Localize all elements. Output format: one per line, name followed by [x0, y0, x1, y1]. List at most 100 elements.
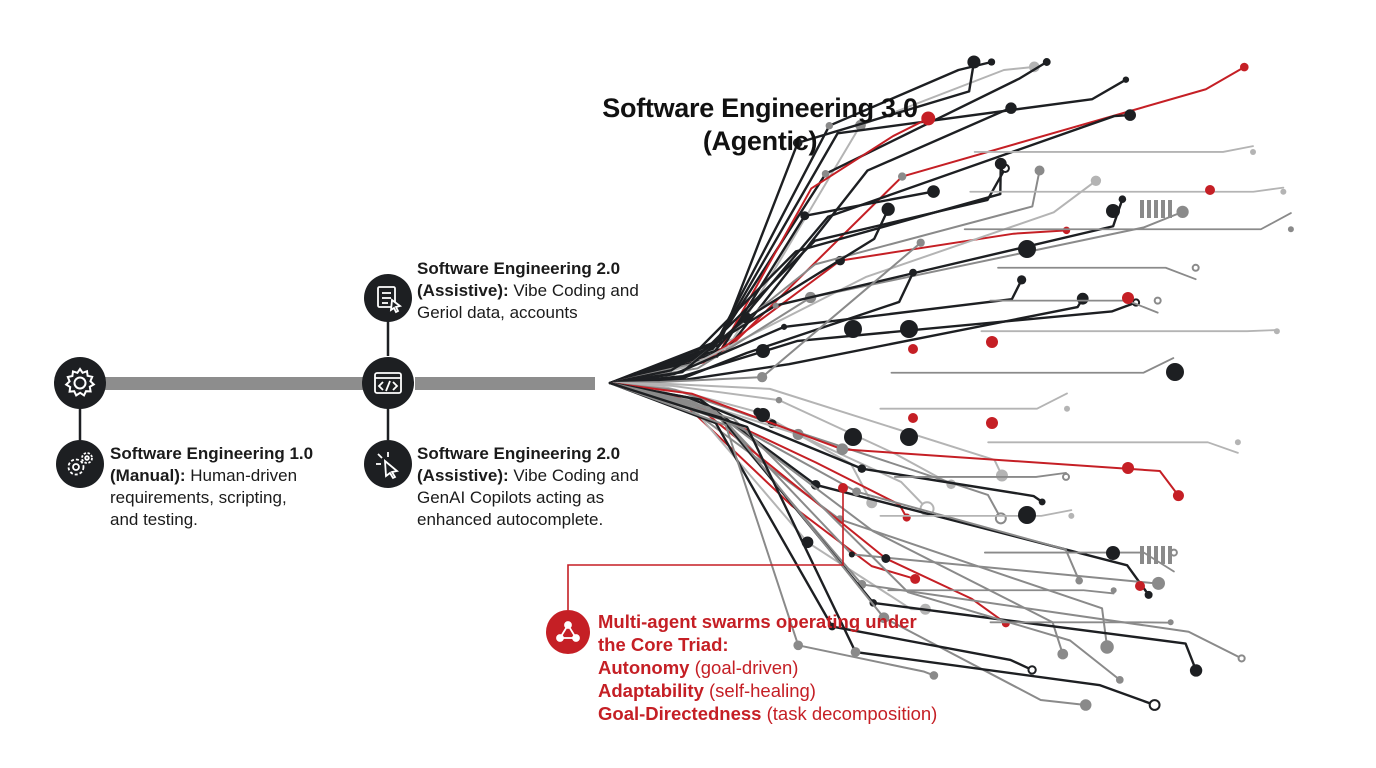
circuit-node [1189, 664, 1203, 677]
circuit-trace [973, 145, 1254, 153]
circuit-node [800, 211, 810, 221]
stage-se2-bottom-desc-2: GenAI Copilots acting as [417, 488, 605, 507]
circuit-trace [987, 441, 1239, 454]
circuit-node [1148, 699, 1161, 711]
circuit-node [1124, 109, 1136, 121]
circuit-node [756, 408, 770, 422]
circuit-trace [963, 212, 1292, 231]
circuit-node [1153, 296, 1162, 305]
cursor-click-icon [364, 440, 412, 488]
circuit-trace [879, 392, 1068, 410]
circuit-node [1079, 699, 1092, 711]
stage-se1-desc-1: Human-driven [190, 466, 298, 485]
circuit-node [844, 428, 862, 446]
circuit-trace [609, 382, 1007, 625]
circuit-node [1068, 512, 1075, 519]
agentic-line-1: Multi-agent swarms operating under [598, 611, 917, 632]
circuit-node [881, 554, 891, 563]
circuit-trace [608, 297, 1084, 385]
circuit-node [1106, 204, 1120, 218]
circuit-node [927, 185, 940, 198]
circuit-node [1144, 590, 1153, 599]
circuit-node [1064, 405, 1071, 412]
circuit-node [1018, 506, 1036, 524]
circuit-node [897, 172, 907, 181]
circuit-node [772, 302, 779, 309]
triad-desc: (task decomposition) [766, 703, 938, 724]
stage-se2-top-qualifier: (Assistive): [417, 281, 509, 300]
circuit-node [1239, 62, 1249, 72]
stage-se1-qualifier: (Manual): [110, 466, 186, 485]
circuit-node [852, 487, 861, 497]
circuit-node [1042, 58, 1051, 66]
circuit-node [756, 344, 770, 358]
circuit-node [1075, 576, 1083, 585]
circuit-node [908, 344, 918, 354]
circuit-node [1028, 61, 1040, 73]
triad-desc: (self-healing) [709, 680, 816, 701]
stage-se2-top-text: Software Engineering 2.0 (Assistive): Vi… [417, 258, 639, 324]
circuit-trace [893, 471, 1067, 478]
timeline-bar-left [105, 377, 363, 390]
circuit-chip [1154, 546, 1158, 564]
triad-term: Goal-Directedness [598, 703, 762, 724]
circuit-node [740, 312, 752, 324]
circuit-chip [1161, 546, 1165, 564]
circuit-node [848, 551, 855, 558]
circuit-traces [608, 55, 1294, 711]
circuit-node [994, 157, 1007, 170]
circuit-node [1057, 648, 1069, 660]
document-cursor-icon [364, 274, 412, 322]
circuit-trace [609, 382, 1003, 477]
circuit-node [986, 417, 998, 429]
circuit-node [908, 413, 918, 423]
circuit-trace [969, 186, 1285, 193]
circuit-chip [1168, 546, 1172, 564]
circuit-node [1118, 195, 1127, 203]
timeline-bar-right [415, 377, 595, 390]
circuit-node [1287, 226, 1294, 233]
circuit-node [900, 428, 918, 446]
circuit-chip [1140, 200, 1144, 218]
circuit-node [793, 640, 804, 651]
circuit-trace [983, 551, 1175, 573]
stage-se2-bottom-desc-3: enhanced autocomplete. [417, 510, 604, 529]
circuit-node [900, 320, 918, 338]
triad-item-goal-directedness: Goal-Directedness (task decomposition) [598, 702, 937, 725]
circuit-trace [608, 301, 1138, 385]
circuit-node [902, 513, 911, 522]
circuit-node [1027, 665, 1037, 675]
circuit-node [780, 323, 788, 330]
circuit-node [844, 320, 862, 338]
circuit-node [909, 268, 917, 277]
circuit-node [916, 238, 925, 247]
circuit-node [986, 336, 998, 348]
circuit-node [825, 122, 834, 130]
circuit-trace [887, 589, 1115, 595]
circuit-node [987, 58, 996, 66]
circuit-node [1017, 275, 1027, 285]
circuit-node [1205, 185, 1215, 195]
circuit-node [1273, 328, 1280, 335]
circuit-node [878, 612, 890, 624]
circuit-node [1018, 240, 1036, 258]
circuit-node [1234, 439, 1241, 446]
triad-item-adaptability: Adaptability (self-healing) [598, 679, 937, 702]
stage-se2-top-name: Software Engineering 2.0 [417, 259, 621, 278]
agentic-line-2: the Core Triad: [598, 634, 729, 655]
circuit-node [929, 671, 939, 680]
stage-se2-top-desc-2: Geriol data, accounts [417, 303, 578, 322]
circuit-trace [609, 169, 1041, 384]
circuit-trace [609, 382, 1064, 656]
circuit-node [1191, 263, 1200, 272]
circuit-node [881, 202, 895, 216]
circuit-node [1100, 640, 1114, 654]
circuit-node [1152, 576, 1165, 590]
circuit-node [1167, 619, 1174, 626]
circuit-node [836, 443, 849, 456]
circuit-trace [890, 357, 1175, 374]
circuit-node [1106, 546, 1120, 560]
triad-item-autonomy: Autonomy (goal-driven) [598, 656, 937, 679]
circuit-node [995, 469, 1008, 482]
